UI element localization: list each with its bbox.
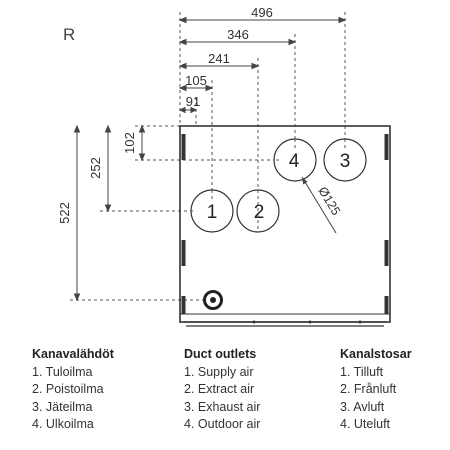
legend-item: 2. Poistoilma — [32, 382, 104, 396]
legend-item: 3. Jäteilma — [32, 399, 93, 414]
legend-item: 2. Extract air — [184, 382, 255, 396]
legend-item: 1. Supply air — [184, 364, 254, 379]
legend-heading: Kanalstosar — [340, 347, 412, 361]
dim-105: 105 — [185, 73, 207, 88]
legend-item: 4. Outdoor air — [184, 417, 261, 431]
dim-91: 91 — [186, 94, 200, 109]
legend-heading: Duct outlets — [184, 347, 257, 361]
legend-english: Duct outlets 1. Supply air 2. Extract ai… — [184, 346, 260, 434]
legend-item: 3. Avluft — [340, 399, 385, 414]
legend-item: 3. Exhaust air — [184, 399, 261, 414]
legend-item: 1. Tuloilma — [32, 364, 93, 379]
dim-252: 252 — [88, 157, 103, 179]
dim-102: 102 — [122, 132, 137, 154]
dim-diameter: Ø125 — [315, 184, 343, 217]
diameter-leader — [301, 176, 337, 234]
side-label: R — [63, 25, 75, 44]
legend-heading: Kanavalähdöt — [32, 347, 114, 361]
unit-body — [179, 125, 391, 327]
outlet-3-label: 3 — [340, 151, 351, 172]
outlet-4-label: 4 — [289, 151, 300, 172]
legend-item: 1. Tilluft — [340, 364, 384, 379]
dimension-lines — [73, 16, 347, 302]
outlet-1-label: 1 — [207, 202, 218, 223]
dim-346: 346 — [227, 27, 249, 42]
dim-496: 496 — [251, 5, 273, 20]
legend-item: 4. Ulkoilma — [32, 417, 94, 431]
outlet-2-label: 2 — [254, 202, 265, 223]
legend-finnish: Kanavalähdöt 1. Tuloilma 2. Poistoilma 3… — [32, 346, 114, 434]
legend-item: 2. Frånluft — [340, 382, 397, 396]
legend-swedish: Kanalstosar 1. Tilluft 2. Frånluft 3. Av… — [340, 346, 412, 434]
condensate-drain-icon — [203, 290, 223, 310]
dim-522: 522 — [57, 202, 72, 224]
dim-241: 241 — [208, 51, 230, 66]
legend-item: 4. Uteluft — [340, 417, 391, 431]
